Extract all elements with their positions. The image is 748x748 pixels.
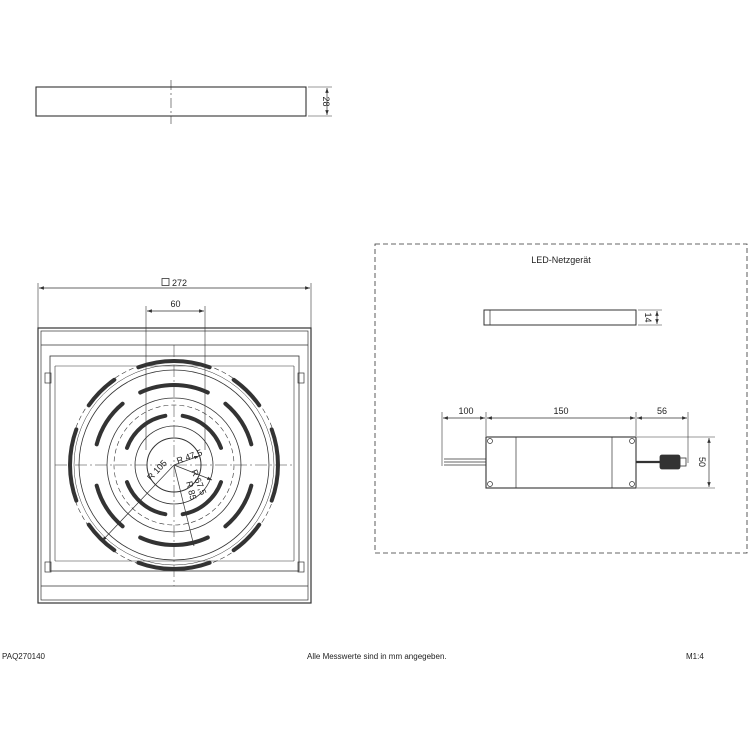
led-slots (68, 359, 280, 571)
measurement-note: Alle Messwerte sind in mm angegeben. (307, 652, 447, 661)
side-view (35, 80, 332, 124)
led-slot-8 (223, 483, 254, 529)
clip-left-bottom (44, 561, 52, 573)
top-view (37, 278, 312, 604)
psu-screw-tr (629, 438, 635, 444)
psu-body-height-label: 50 (697, 457, 707, 467)
led-slot-16 (231, 522, 262, 553)
radius-label-r85: R 85 (184, 480, 198, 501)
clip-left-top (44, 372, 52, 384)
side-view-height-label: 28 (321, 96, 331, 106)
output-connector-tip (679, 457, 687, 467)
radius-leader-r67 (173, 464, 213, 481)
psu-panel-title: LED-Netzgerät (531, 255, 591, 265)
psu-screw-bl (487, 481, 493, 487)
cut-dim-label: 60 (170, 299, 180, 309)
psu-panel (374, 243, 748, 554)
article-number: PAQ270140 (2, 652, 45, 661)
psu-side-body (483, 309, 637, 326)
output-connector (659, 454, 681, 470)
psu-side-height-label: 14 (643, 312, 653, 322)
clip-right-top (297, 372, 305, 384)
led-slot-12 (86, 377, 117, 408)
led-slot-15 (269, 427, 280, 503)
scale-label: M1:4 (686, 652, 704, 661)
led-slot-2 (180, 413, 223, 450)
led-slot-1 (125, 413, 168, 450)
psu-panel-border (374, 243, 748, 554)
radius-label-r105: R 105 (145, 458, 169, 482)
led-slot-11 (68, 427, 79, 503)
led-slot-5 (94, 401, 125, 447)
led-slot-3 (180, 480, 223, 517)
psu-screw-tl (487, 438, 493, 444)
led-slot-4 (125, 480, 168, 517)
clip-right-bottom (297, 561, 305, 573)
led-slot-13 (136, 359, 212, 370)
inner-frame (40, 330, 309, 601)
led-slot-18 (86, 522, 117, 553)
led-slot-7 (223, 401, 254, 447)
psu-body (485, 436, 637, 489)
radius-leader-r105 (101, 464, 175, 542)
radius-label-r47: R 47,5 (175, 447, 203, 465)
led-slot-17 (136, 560, 212, 571)
lead-in-label: 100 (458, 406, 473, 416)
radius-leader-r47 (173, 455, 200, 466)
led-slot-6 (138, 383, 210, 395)
inner-panel (49, 355, 300, 572)
psu-screw-br (629, 481, 635, 487)
square-symbol (161, 278, 170, 286)
led-slot-9 (138, 535, 210, 547)
top-view-width-label: 272 (172, 278, 187, 288)
lead-out-label: 56 (657, 406, 667, 416)
led-slot-10 (94, 483, 125, 529)
led-slot-14 (231, 377, 262, 408)
body-length-label: 150 (553, 406, 568, 416)
radius-leader-r85 (173, 464, 195, 547)
outer-frame (37, 327, 312, 604)
